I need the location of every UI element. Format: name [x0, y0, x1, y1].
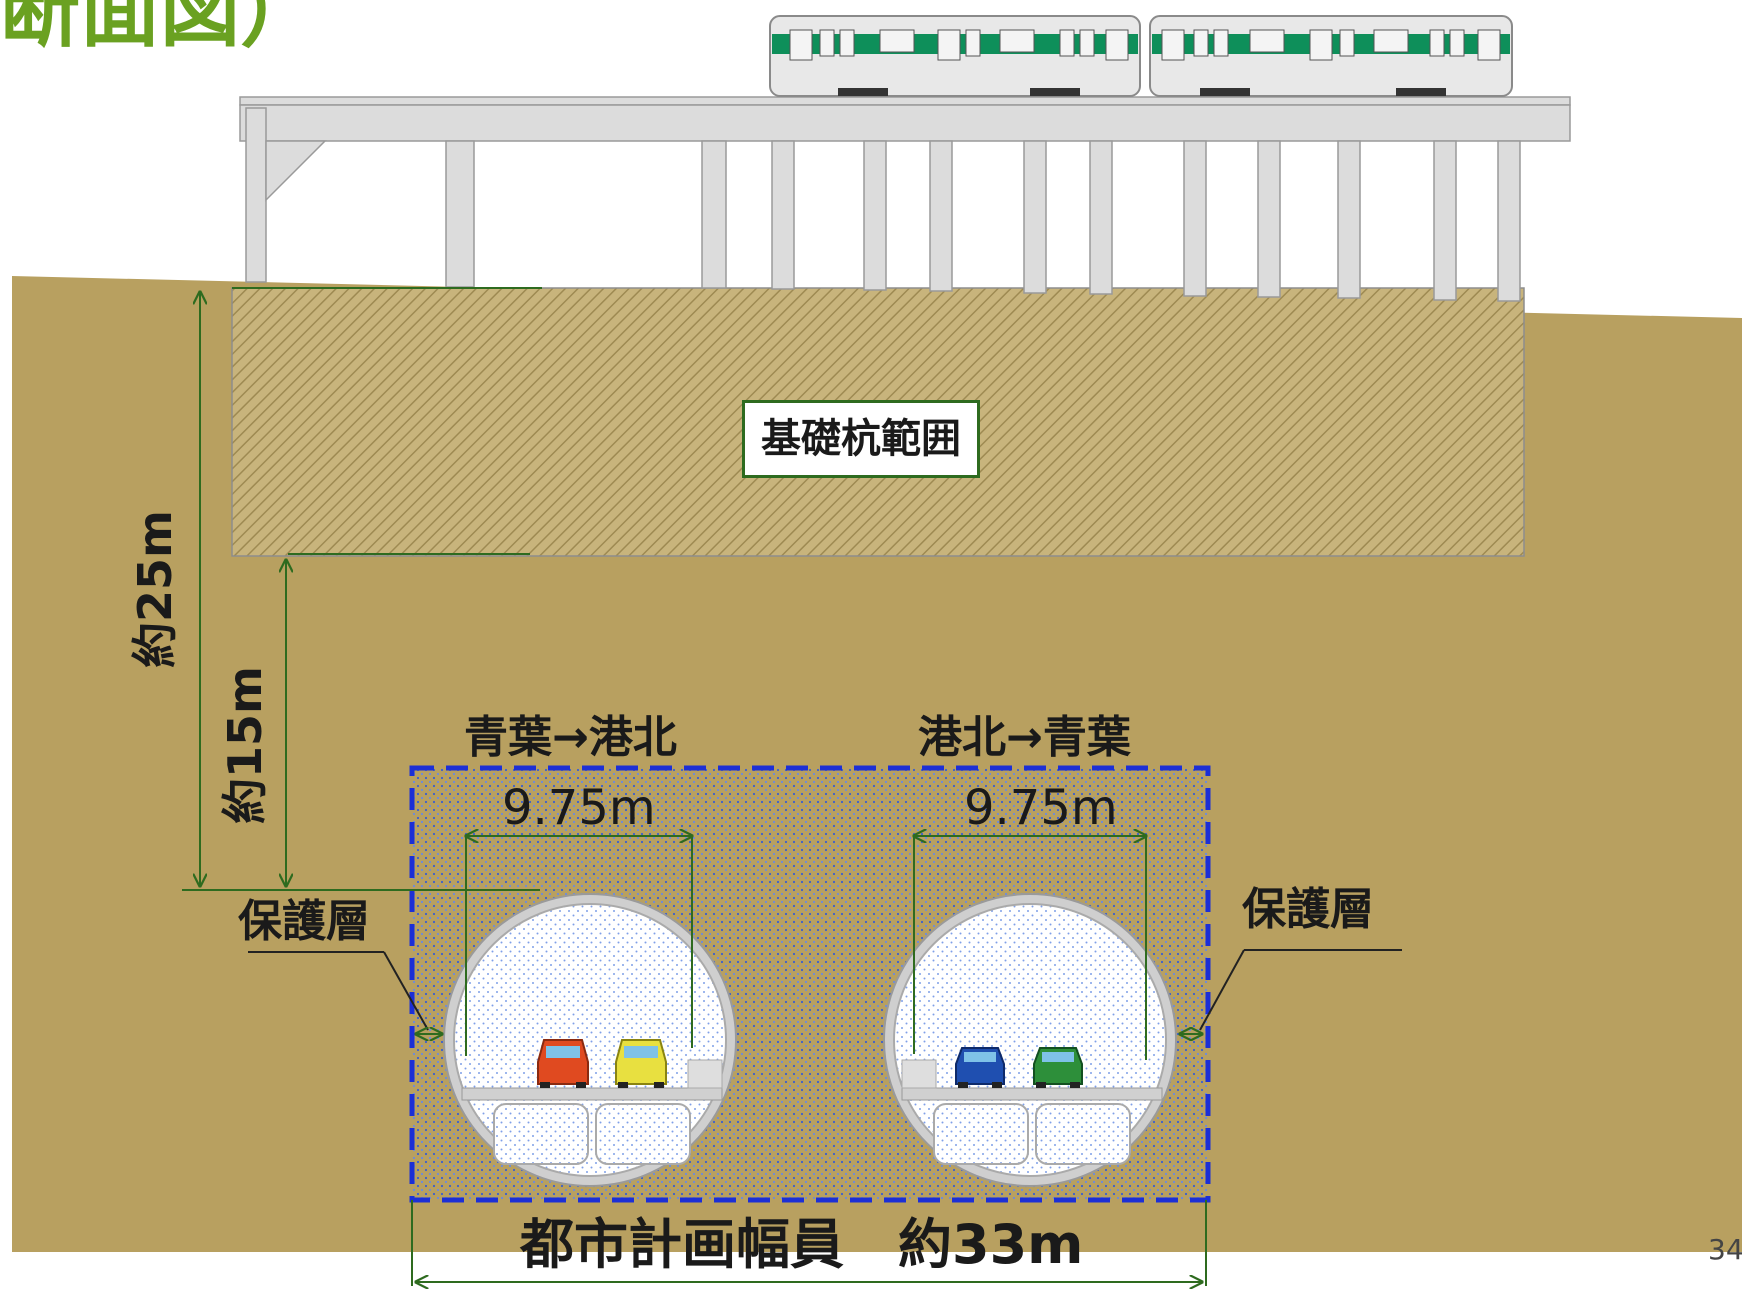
car-icon [615, 1039, 667, 1088]
planning-width-label: 都市計画幅員 約33m [520, 1213, 1084, 1276]
direction-right-label: 港北→青葉 [918, 712, 1131, 763]
tunnel-right [883, 893, 1177, 1187]
car-icon [1033, 1047, 1083, 1088]
pile-range-label: 基礎杭範囲 [742, 400, 980, 478]
direction-left-label: 青葉→港北 [464, 712, 677, 763]
depth-cover-label: 約15m [218, 666, 272, 824]
tunnel-width-right-label: 9.75m [964, 780, 1118, 836]
viaduct-icon [239, 96, 1571, 302]
train-icon [769, 15, 1513, 97]
page-number: 34 [1708, 1233, 1742, 1266]
dimension-lines [182, 287, 1402, 1286]
depth-total-label: 約25m [128, 510, 182, 668]
slide-title: 断面図） [0, 0, 320, 58]
tunnel-left [443, 893, 737, 1187]
protective-layer-right-label: 保護層 [1242, 884, 1374, 935]
car-icon [955, 1047, 1005, 1088]
tunnel-width-left-label: 9.75m [502, 780, 656, 836]
protective-layer-left-label: 保護層 [238, 896, 370, 947]
car-icon [537, 1039, 589, 1088]
